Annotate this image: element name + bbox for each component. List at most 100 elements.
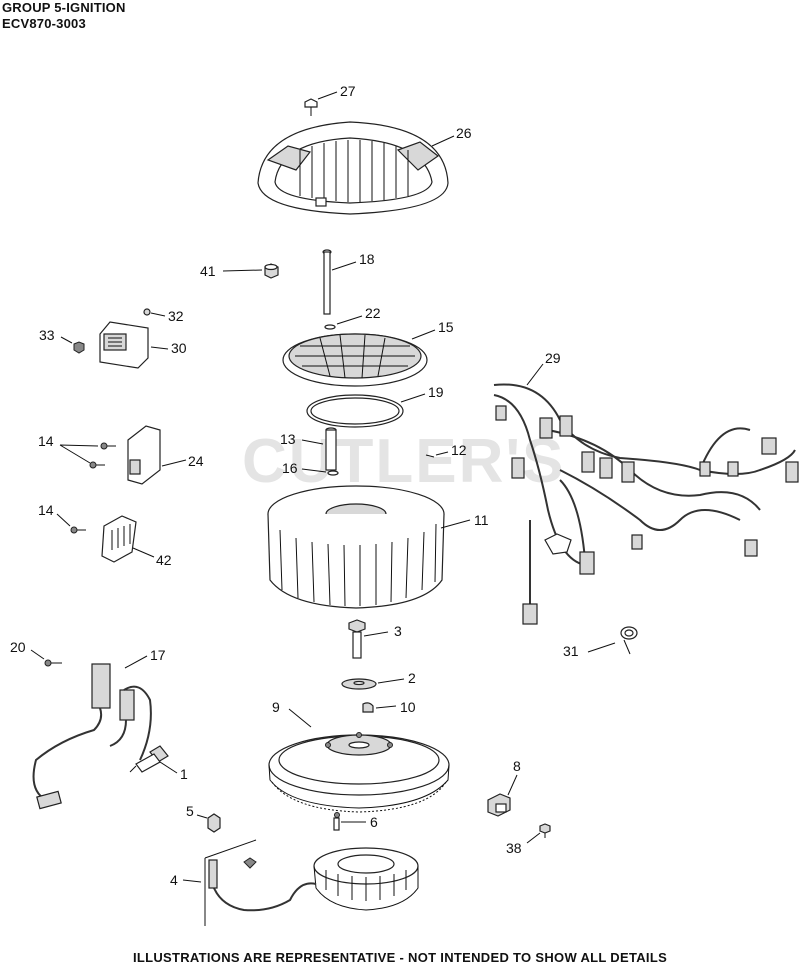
part-29-wiring-harness[interactable]: [493, 383, 799, 625]
leader-13: [301, 439, 324, 445]
part-27-screw[interactable]: [304, 98, 318, 116]
callout-16[interactable]: 16: [282, 460, 298, 476]
callout-4[interactable]: 4: [170, 872, 178, 888]
callout-32[interactable]: 32: [168, 308, 184, 324]
callout-9[interactable]: 9: [272, 699, 280, 715]
callout-41[interactable]: 41: [200, 263, 216, 279]
callout-27[interactable]: 27: [340, 83, 356, 99]
part-26-blower-cover[interactable]: [257, 121, 449, 215]
leader-33: [60, 336, 73, 344]
part-16-washer[interactable]: [327, 470, 339, 476]
part-2-flywheel-washer[interactable]: [341, 678, 377, 690]
part-32-screw[interactable]: [143, 308, 151, 316]
part-22-washer[interactable]: [324, 324, 336, 330]
part-3-flywheel-bolt[interactable]: [348, 619, 366, 659]
callout-2[interactable]: 2: [408, 670, 416, 686]
leader-18: [331, 261, 357, 271]
callout-6[interactable]: 6: [370, 814, 378, 830]
leader-2: [377, 678, 405, 684]
part-14-screw-lower[interactable]: [70, 526, 86, 534]
diagram-model-number: ECV870-3003: [2, 16, 86, 31]
callout-3[interactable]: 3: [394, 623, 402, 639]
leader-26: [431, 135, 455, 147]
callout-13[interactable]: 13: [280, 431, 296, 447]
callout-20[interactable]: 20: [10, 639, 26, 655]
leader-1: [159, 761, 178, 774]
leader-9: [288, 708, 312, 728]
callout-26[interactable]: 26: [456, 125, 472, 141]
leader-15: [411, 329, 436, 340]
callout-1[interactable]: 1: [180, 766, 188, 782]
leader-20: [30, 649, 45, 660]
leader-16: [301, 468, 327, 473]
callout-14-lower[interactable]: 14: [38, 502, 54, 518]
part-1-spark-plug[interactable]: [129, 745, 169, 773]
part-15-rotating-screen[interactable]: [282, 333, 428, 387]
leader-17: [124, 655, 148, 669]
leader-19: [400, 393, 426, 403]
callout-24[interactable]: 24: [188, 453, 204, 469]
leader-27: [317, 91, 338, 100]
leader-8: [507, 774, 518, 796]
callout-42[interactable]: 42: [156, 552, 172, 568]
callout-12[interactable]: 12: [451, 442, 467, 458]
part-14-screw-upper-b[interactable]: [89, 461, 105, 469]
part-24-ignition-module[interactable]: [127, 425, 161, 485]
part-12-pin[interactable]: [425, 454, 435, 458]
leader-5: [196, 814, 208, 819]
part-41-nut[interactable]: [264, 263, 279, 279]
part-33-nut[interactable]: [73, 341, 85, 354]
part-18-stud-bolt[interactable]: [322, 249, 332, 315]
callout-30[interactable]: 30: [171, 340, 187, 356]
callout-29[interactable]: 29: [545, 350, 561, 366]
part-38-screw[interactable]: [539, 823, 551, 838]
callout-19[interactable]: 19: [428, 384, 444, 400]
part-19-gasket[interactable]: [306, 394, 404, 428]
leader-31: [587, 642, 616, 653]
part-14-screw-upper-a[interactable]: [100, 442, 116, 450]
disclaimer-footer: ILLUSTRATIONS ARE REPRESENTATIVE - NOT I…: [132, 950, 668, 965]
leader-10: [375, 705, 397, 709]
part-8-speed-sensor[interactable]: [487, 793, 511, 817]
part-9-flywheel[interactable]: [268, 732, 450, 813]
callout-33[interactable]: 33: [39, 327, 55, 343]
leader-3: [363, 631, 389, 637]
part-42-rectifier[interactable]: [101, 515, 137, 563]
part-31-cable-clamp[interactable]: [620, 626, 638, 655]
part-10-flywheel-key[interactable]: [362, 702, 374, 713]
callout-8[interactable]: 8: [513, 758, 521, 774]
part-17-ignition-coil[interactable]: [32, 663, 152, 810]
callout-11[interactable]: 11: [474, 512, 489, 528]
leader-41: [222, 269, 263, 272]
leader-11: [440, 519, 471, 529]
leader-14-lower: [56, 513, 71, 527]
leader-14-upper: [59, 444, 99, 464]
leader-42: [132, 547, 155, 558]
callout-18[interactable]: 18: [359, 251, 375, 267]
callout-38[interactable]: 38: [506, 840, 522, 856]
callout-5[interactable]: 5: [186, 803, 194, 819]
part-30-control-module[interactable]: [99, 321, 149, 369]
callout-22[interactable]: 22: [365, 305, 381, 321]
part-13-spacer-tube[interactable]: [325, 427, 337, 471]
leader-38: [526, 832, 541, 844]
callout-17[interactable]: 17: [150, 647, 166, 663]
part-11-cooling-fan[interactable]: [267, 485, 445, 609]
part-20-screw[interactable]: [44, 659, 62, 667]
leader-30: [150, 346, 169, 350]
callout-31[interactable]: 31: [563, 643, 579, 659]
leader-12: [435, 451, 449, 456]
leader-4: [182, 879, 202, 883]
diagram-group-title: GROUP 5-IGNITION: [2, 0, 126, 15]
part-6-stator-screw[interactable]: [333, 812, 340, 831]
callout-14-upper[interactable]: 14: [38, 433, 54, 449]
leader-22: [336, 315, 363, 325]
leader-32: [150, 312, 166, 317]
leader-29: [526, 363, 544, 386]
callout-10[interactable]: 10: [400, 699, 416, 715]
part-4-stator[interactable]: [204, 839, 419, 926]
callout-15[interactable]: 15: [438, 319, 454, 335]
part-5-terminal-connector[interactable]: [207, 813, 221, 833]
watermark: CUTLER'S: [242, 427, 566, 496]
